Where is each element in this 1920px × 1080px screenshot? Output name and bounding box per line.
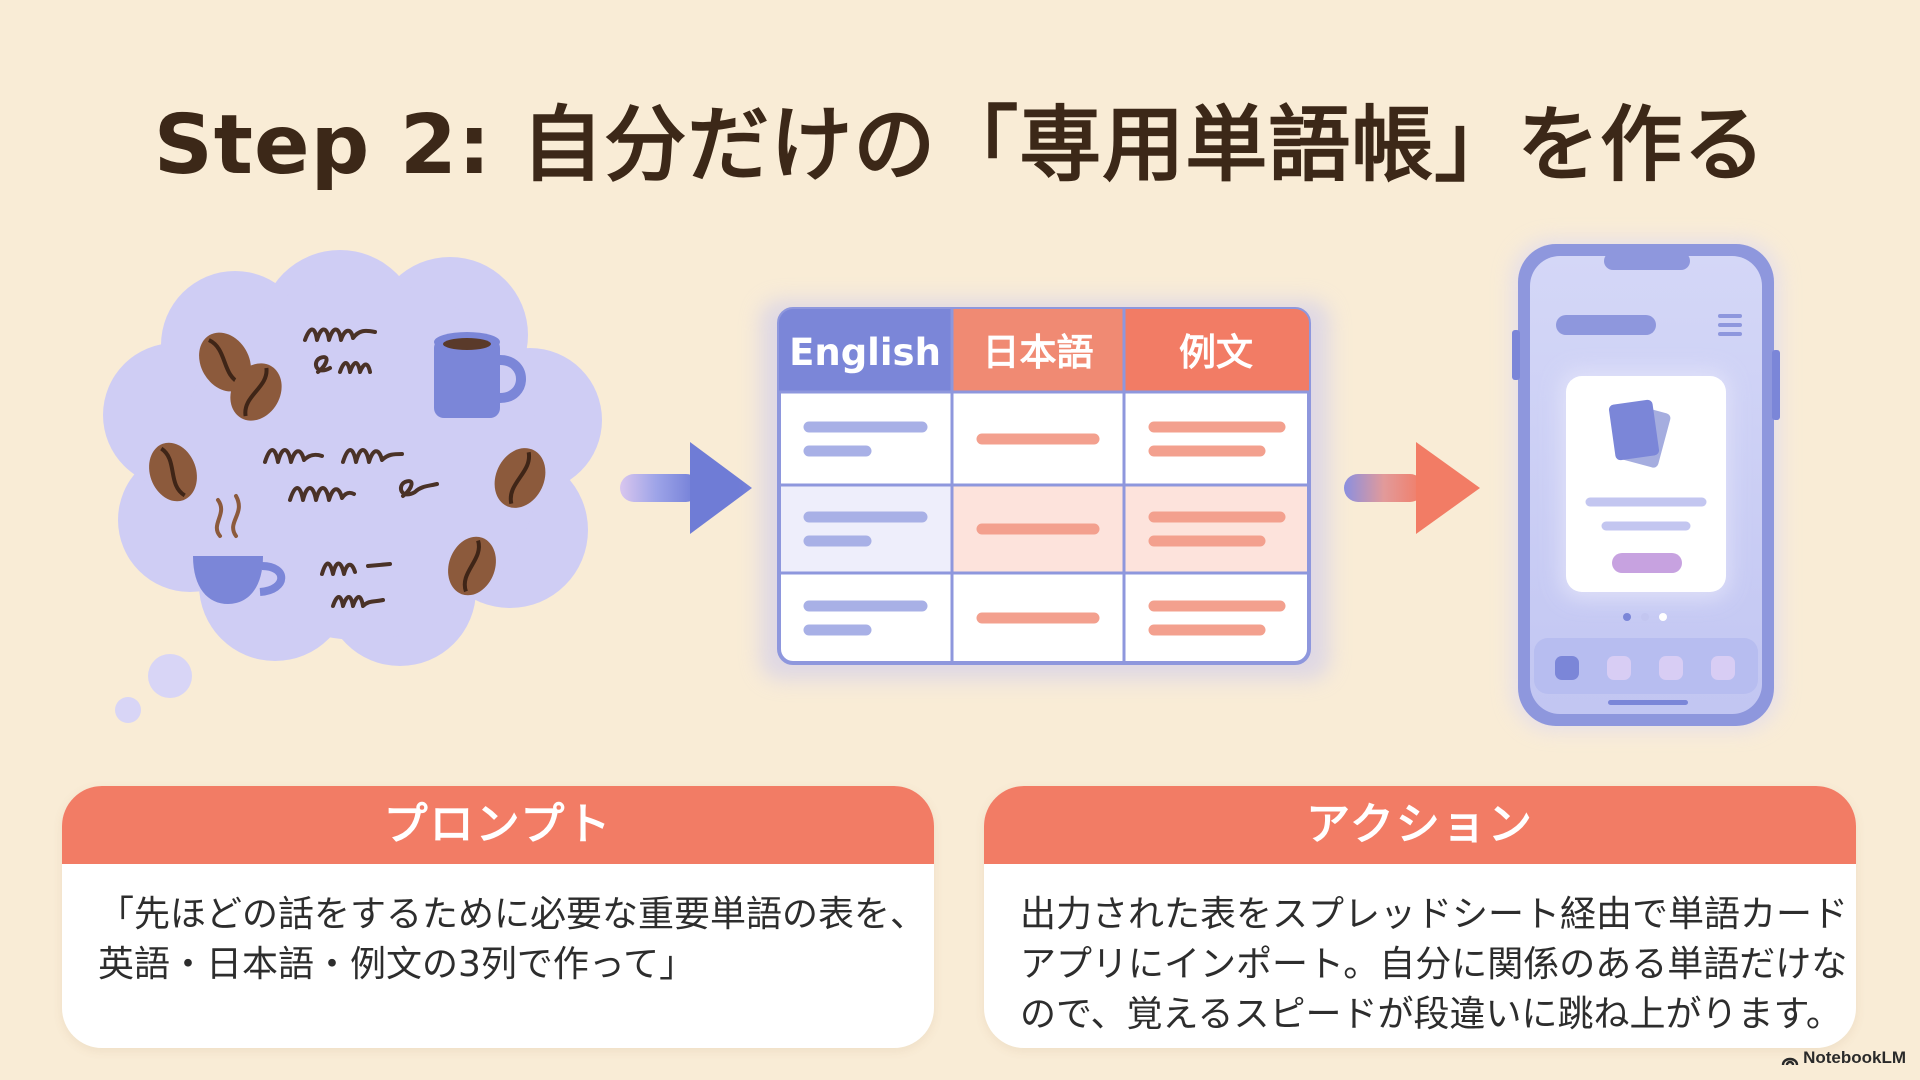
action-card-body: 出力された表をスプレッドシート経由で単語カード アプリにインポート。自分に関係の… <box>984 864 1856 1040</box>
table-header-example: 例文 <box>1179 331 1253 374</box>
prompt-card-header: プロンプト <box>62 786 934 864</box>
carousel-dots <box>1623 613 1667 621</box>
notebooklm-logo-icon <box>1781 1057 1799 1065</box>
menu-icon <box>1718 314 1742 336</box>
prompt-card: プロンプト 「先ほどの話をするために必要な重要単語の表を、 英語・日本語・例文の… <box>62 786 934 1048</box>
coffee-mug-icon <box>434 332 526 418</box>
table-header-english: English <box>789 331 941 374</box>
coffee-bean-icon <box>230 363 282 421</box>
thought-bubble-tiny <box>115 697 141 723</box>
arrow-right-icon <box>620 442 752 534</box>
brand-watermark: NotebookLM <box>1781 1048 1906 1068</box>
brand-label: NotebookLM <box>1803 1048 1906 1067</box>
coffee-cup-icon <box>193 556 286 604</box>
vocabulary-table: English 日本語 例文 <box>760 300 1330 680</box>
flashcard-icon <box>1608 399 1671 468</box>
page-title: Step 2: 自分だけの「専用単語帳」を作る <box>153 98 1767 193</box>
coffee-bean-icon <box>149 442 197 502</box>
scribble-text <box>263 327 439 608</box>
thought-bubble-small <box>148 654 192 698</box>
action-line: アプリにインポート。自分に関係のある単語だけな <box>1020 944 1848 985</box>
tab-bar-icons <box>1555 656 1735 680</box>
thought-cloud <box>103 250 602 723</box>
arrow-right-icon <box>1344 442 1480 534</box>
action-card: アクション 出力された表をスプレッドシート経由で単語カード アプリにインポート。… <box>984 786 1856 1048</box>
coffee-bean-icon <box>494 448 546 508</box>
phone-illustration <box>1512 240 1780 730</box>
prompt-line: 英語・日本語・例文の3列で作って」 <box>98 944 696 985</box>
action-card-header: アクション <box>984 786 1856 864</box>
prompt-card-body: 「先ほどの話をするために必要な重要単語の表を、 英語・日本語・例文の3列で作って… <box>62 864 934 990</box>
action-line: ので、覚えるスピードが段違いに跳ね上がります。 <box>1020 994 1842 1035</box>
table-header-japanese: 日本語 <box>983 331 1094 374</box>
prompt-line: 「先ほどの話をするために必要な重要単語の表を、 <box>98 894 927 935</box>
steam-icon <box>214 494 241 538</box>
action-line: 出力された表をスプレッドシート経由で単語カード <box>1020 894 1849 935</box>
illustration: English 日本語 例文 <box>103 240 1780 730</box>
coffee-bean-icon <box>448 536 496 596</box>
